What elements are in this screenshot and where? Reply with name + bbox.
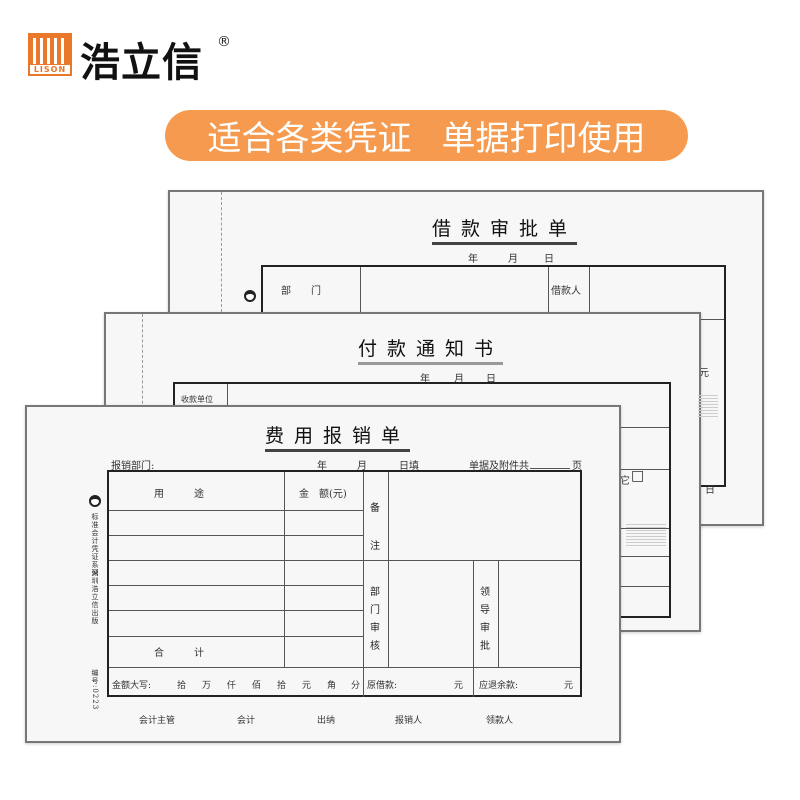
purpose-header: 用 途	[154, 489, 204, 500]
total-label: 合 计	[154, 648, 204, 659]
other-checkbox: □	[631, 468, 645, 484]
unit-label: 拾	[177, 681, 187, 691]
signer-label: 会计主管	[139, 716, 176, 726]
unit-label: 角	[327, 681, 337, 691]
year-label: 年	[317, 461, 327, 472]
side-text: 深圳浩立信出版	[91, 569, 99, 625]
day-label: 日	[705, 485, 715, 496]
unit-label: 拾	[277, 681, 287, 691]
day-label: 日	[486, 374, 496, 385]
promo-banner: 适合各类凭证 单据打印使用	[165, 110, 688, 161]
other-label: 它	[620, 476, 630, 487]
unit-label: 分	[351, 681, 361, 691]
mascot-icon	[244, 290, 256, 302]
unit-label: 佰	[252, 681, 262, 691]
year-label: 年	[468, 254, 478, 265]
unit-label: 万	[202, 681, 212, 691]
registered-mark: ®	[217, 34, 231, 50]
month-label: 月	[357, 461, 367, 472]
unit-label: 元	[302, 681, 312, 691]
expense-form-title: 费用报销单	[265, 421, 411, 452]
payment-form-title: 付款通知书	[358, 334, 504, 365]
yuan-label: 元	[454, 681, 464, 691]
amount-words-label: 金额大写:	[112, 681, 152, 691]
hatched-area	[626, 524, 666, 546]
date-fill-label: 日填	[399, 461, 419, 472]
unit-label: 仟	[227, 681, 237, 691]
brand-logo: LISON	[28, 33, 72, 76]
side-text: 标准会计凭证系列	[91, 513, 99, 577]
page-label: 页	[572, 461, 582, 472]
signer-label: 领款人	[486, 716, 514, 726]
remark-label: 备注	[370, 503, 380, 552]
mascot-icon	[89, 495, 101, 507]
refund-label: 应退余款:	[479, 681, 519, 691]
dept-review-label: 部门审核	[370, 587, 380, 652]
amount-header: 金 额(元)	[299, 489, 347, 500]
yuan-label: 元	[564, 681, 574, 691]
dept-label: 报销部门:	[111, 461, 155, 472]
original-loan-label: 原借款:	[367, 681, 398, 691]
leader-approval-label: 领导审批	[480, 587, 490, 652]
expense-table: 用 途 金 额(元) 合 计 备注 部门审核 领导审批 金额大写: 拾 万 仟 …	[107, 470, 582, 697]
side-text: 编号:0223	[91, 669, 99, 711]
month-label: 月	[454, 374, 464, 385]
hatched-area	[698, 395, 718, 419]
banner-text-1: 适合各类凭证	[207, 119, 412, 159]
dept-label: 部 门	[281, 286, 321, 297]
borrower-label: 借款人	[551, 286, 581, 297]
signer-label: 会计	[237, 716, 256, 726]
loan-form-title: 借款审批单	[432, 214, 578, 245]
attachments-label: 单据及附件共	[469, 461, 529, 472]
year-label: 年	[420, 374, 430, 385]
expense-reimbursement-form: 费用报销单 报销部门: 年 月 日填 单据及附件共 页 用 途 金 额(元) 合…	[25, 405, 621, 743]
day-label: 日	[544, 254, 554, 265]
banner-text-2: 单据打印使用	[441, 119, 646, 159]
month-label: 月	[508, 254, 518, 265]
signer-label: 报销人	[395, 716, 423, 726]
payee-label: 收款单位	[181, 395, 213, 404]
brand-name: 浩立信	[80, 40, 203, 86]
yuan-label: 元	[699, 368, 709, 379]
signer-label: 出纳	[317, 716, 336, 726]
